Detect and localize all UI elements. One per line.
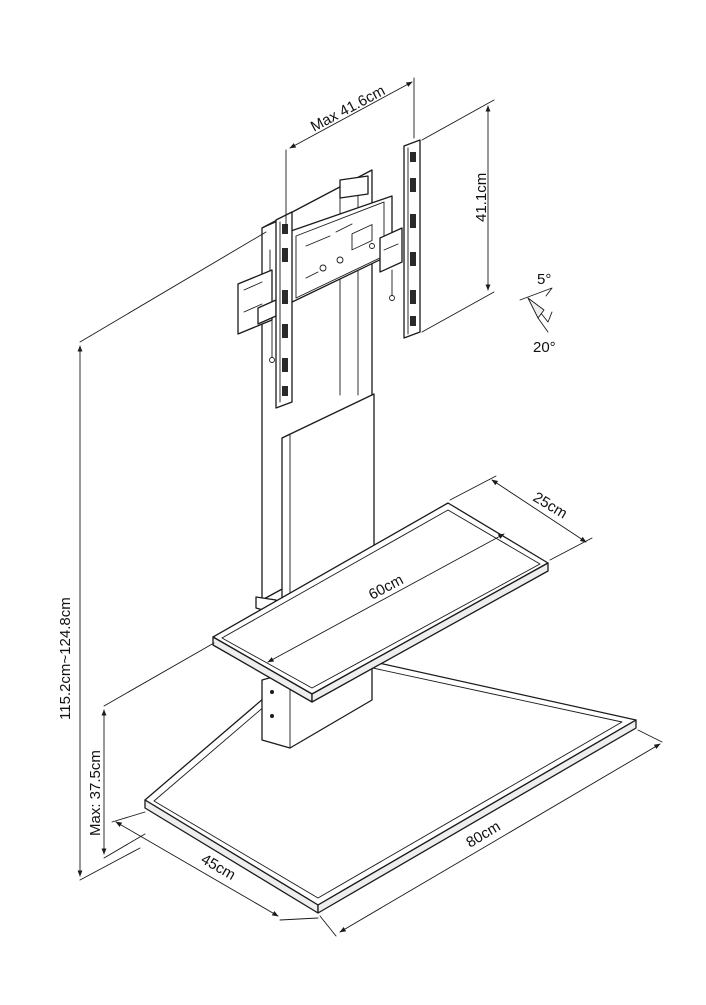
label-tilt-up: 5° (537, 271, 551, 288)
label-tilt-down: 20° (533, 339, 556, 356)
label-shelf-max-height: Max: 37.5cm (87, 750, 104, 836)
dim-vesa-height: 41.1cm (421, 99, 495, 333)
label-total-height: 115.2cm~124.8cm (57, 597, 74, 720)
label-max-vesa-width: Max 41.6cm (308, 82, 388, 135)
vesa-rail-left (275, 211, 293, 409)
label-shelf-depth: 25cm (530, 489, 570, 522)
vesa-rail-right (403, 139, 421, 339)
tilt-indicator: 5° 20° (519, 271, 556, 356)
label-vesa-height: 41.1cm (473, 173, 490, 222)
dim-total-height: 115.2cm~124.8cm (57, 231, 267, 881)
